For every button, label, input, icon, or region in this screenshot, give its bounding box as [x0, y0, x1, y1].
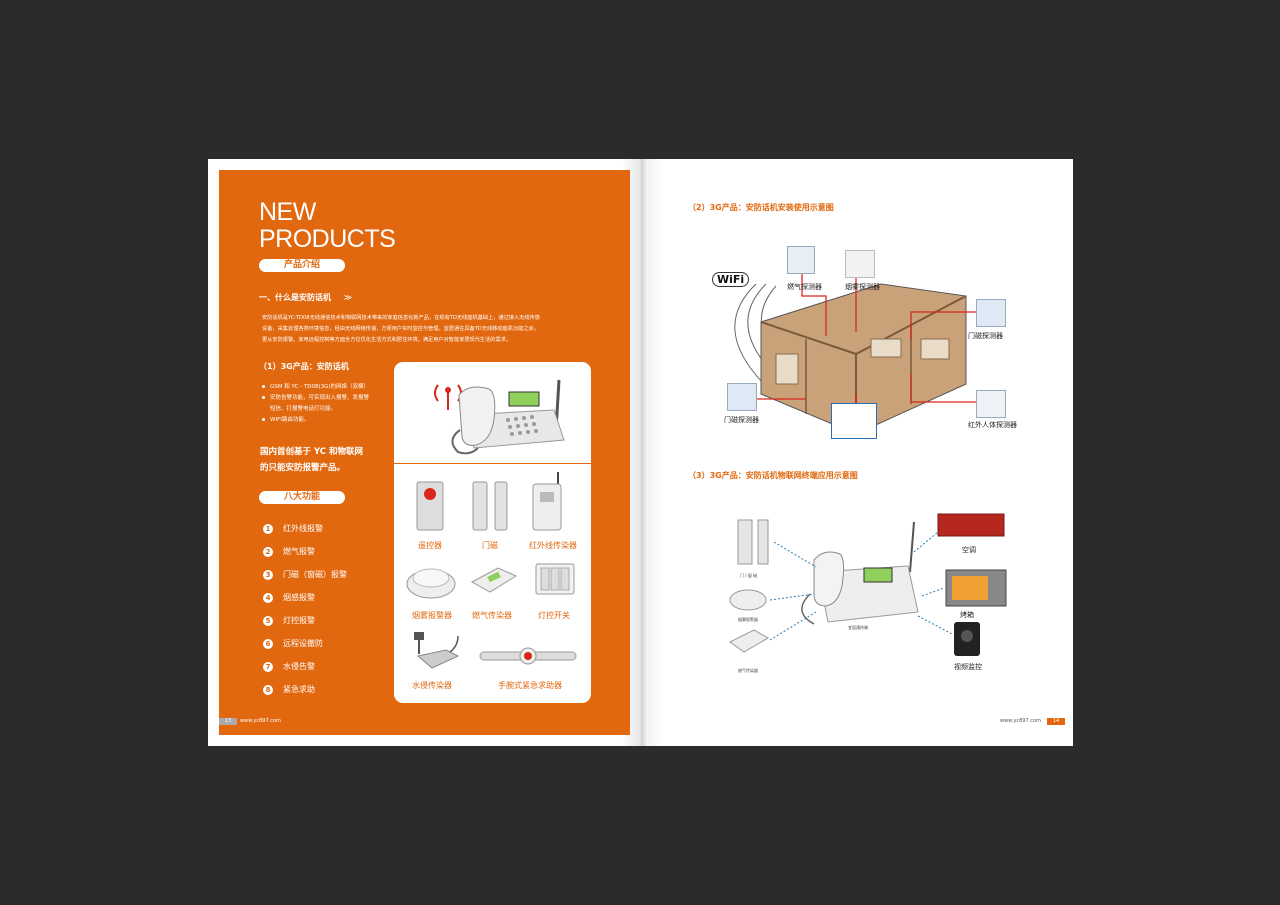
bullet-dot-icon: [262, 418, 265, 421]
product-label: 红外线传染器: [529, 541, 577, 550]
diagram-label: 门磁探测器: [724, 416, 759, 424]
product-label: 手腕式紧急求助器: [498, 681, 562, 690]
diagram-small-label: 烟雾报警器: [738, 617, 758, 622]
diagram-small-label: 燃气传染器: [738, 668, 758, 673]
gas-detector-icon: [787, 246, 815, 274]
diagram-small-label: 门 / 窗 磁: [740, 573, 758, 578]
door-detector-icon: [976, 299, 1006, 327]
section-heading-what-is: 一、什么是安防话机 ≫: [259, 293, 353, 302]
wifi-logo: WiFi: [712, 272, 750, 287]
phone-terminal-icon: [831, 403, 877, 439]
light-switch-image: [535, 563, 575, 595]
footer-url-left: www.yc897.com: [240, 718, 281, 724]
desk-phone-image: [434, 379, 565, 455]
diagram-heading-install: （2）3G产品：安防话机安装使用示意图: [688, 203, 834, 212]
card-divider: [394, 463, 591, 464]
home-install-diagram: [734, 272, 978, 435]
product-label: 水侵传染器: [412, 681, 452, 690]
diagram-label: 视频监控: [954, 663, 982, 671]
product-label: 灯控开关: [538, 611, 570, 620]
highlight-statement: 国内首创基于 YC 和物联网 的只能安防报警产品。: [260, 447, 364, 473]
diagram-label: 门磁探测器: [968, 332, 1003, 340]
remote-control-image: [416, 481, 444, 531]
diagram-label: 燃气探测器: [787, 283, 822, 291]
double-chevron-icon: ≫: [343, 293, 353, 302]
page-number-right: 14: [1047, 718, 1065, 725]
eight-features-pill: 八大功能: [259, 491, 345, 504]
product-label: 门磁: [482, 541, 498, 550]
intro-paragraph: 安防话机是YC-TD08无线通信技术和物联网技术带来的家庭信息化新产品，在现有T…: [262, 315, 540, 343]
diagram-label: 空调: [962, 546, 976, 554]
bullet-dot-icon: [262, 396, 265, 399]
smoke-alarm-image: [406, 568, 456, 599]
footer-url-right: www.yc897.com: [1000, 718, 1041, 724]
smoke-detector-icon: [845, 250, 875, 278]
product-label: 烟雾报警器: [412, 611, 452, 620]
diagram-label: 烤箱: [960, 611, 974, 619]
diagram-small-label: 宜居通终端: [848, 625, 868, 630]
product-label: 遥控器: [418, 541, 442, 550]
infrared-body-detector-icon: [976, 390, 1006, 418]
iot-terminal-diagram: [729, 513, 1007, 656]
wrist-panic-button-image: [479, 647, 577, 665]
new-products-title: NEW PRODUCTS: [259, 198, 396, 253]
infrared-sensor-image: [532, 472, 562, 531]
product-label: 燃气传染器: [472, 611, 512, 620]
gas-sensor-image: [470, 567, 518, 593]
water-sensor-image: [414, 632, 460, 669]
page-number-left: 13: [219, 718, 237, 725]
sub-heading-3g-phone: （1）3G产品：安防话机: [259, 362, 349, 371]
feature-bullet-list: GSM 和 YC - TD08(3G)的网络（双模） 安防告警功能，可实现出入报…: [262, 382, 369, 426]
diagram-label: 红外人体探测器: [968, 421, 1017, 429]
door-sensor-image: [472, 481, 508, 531]
bullet-dot-icon: [262, 385, 265, 388]
door-detector-icon: [727, 383, 757, 411]
diagram-heading-iot: （3）3G产品：安防话机物联网终端应用示意图: [688, 471, 858, 480]
product-intro-pill: 产品介绍: [259, 259, 345, 272]
diagram-label: 烟雾探测器: [845, 283, 880, 291]
